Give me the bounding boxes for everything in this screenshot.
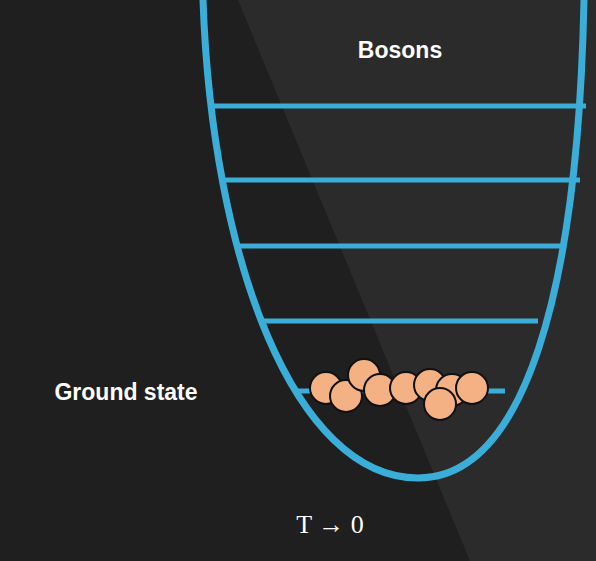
temperature-limit: T → 0 — [296, 510, 363, 540]
boson-particles — [310, 359, 488, 420]
harmonic-potential — [203, 0, 584, 478]
energy-level — [214, 104, 586, 109]
energy-level — [238, 244, 560, 249]
boson — [424, 388, 456, 420]
boson — [456, 372, 488, 404]
energy-level — [262, 319, 538, 324]
energy-level — [222, 178, 580, 183]
well-heading: Bosons — [358, 37, 442, 64]
level-label: Ground state — [54, 379, 197, 406]
